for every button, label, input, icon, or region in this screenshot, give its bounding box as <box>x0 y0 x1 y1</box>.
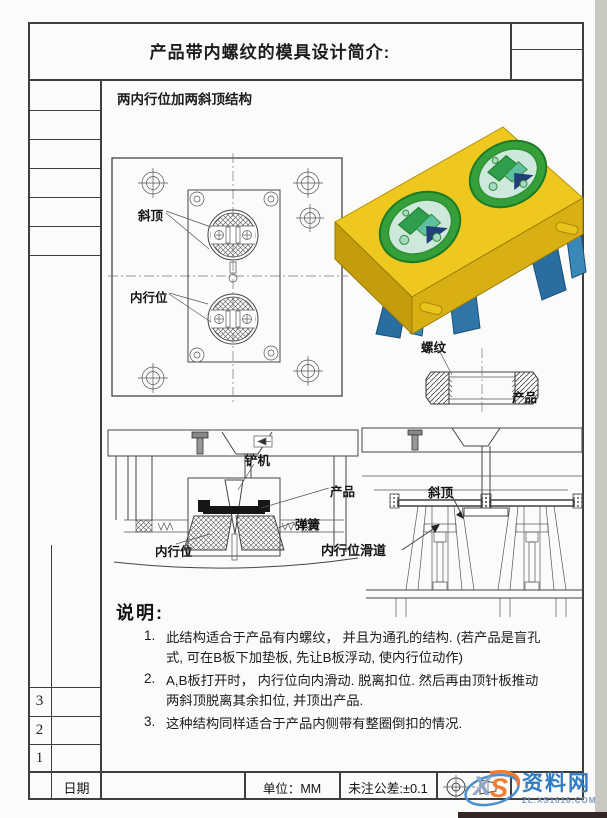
core-insert <box>378 190 462 264</box>
watermark-text: 资料网 ZL.XS1616.COM <box>522 773 596 805</box>
leader-lines <box>175 463 330 545</box>
page-title: 产品带内螺纹的模具设计简介: <box>149 43 391 62</box>
titleblock-divider <box>436 772 438 799</box>
watermark-site-name: 资料网 <box>522 772 591 795</box>
secR-lifter-label: 斜顶 <box>428 486 454 500</box>
topright-cell-divider <box>510 49 582 50</box>
secL-spring-label: 弹簧 <box>295 518 321 532</box>
titleblock-divider <box>510 772 512 799</box>
titleblock-divider <box>339 772 341 799</box>
frame-right <box>582 22 584 800</box>
revision-row-number: 3 <box>35 693 44 709</box>
product-name-label: 产品 <box>512 391 538 405</box>
note-item: 3. 这种结构同样适合于产品内侧带有整圈倒扣的情况. <box>144 714 544 734</box>
note-number: 1. <box>144 628 156 643</box>
watermark-logo: X S 资料网 ZL.XS1616.COM <box>462 762 607 816</box>
sidebar-row-line <box>29 255 101 256</box>
frame-left <box>28 22 30 800</box>
secL-wedge-label: 铲机 <box>245 454 271 468</box>
spring-icon <box>157 522 174 531</box>
plan-inner-slide-label: 内行位 <box>130 291 168 305</box>
cavity-assembly-lifter <box>207 209 259 261</box>
watermark-initial-x: X <box>473 771 492 801</box>
title-right-divider <box>510 22 512 80</box>
titleblock-divider <box>244 772 246 799</box>
plan-view-drawing <box>108 153 348 403</box>
guide-pin-icon <box>293 168 323 198</box>
guide-pin-icon <box>138 363 168 393</box>
projection-symbol-icon <box>443 775 497 799</box>
sidebar-divider <box>100 79 102 800</box>
screw-icon <box>189 191 205 207</box>
product-thread-label: 螺纹 <box>421 341 447 355</box>
revision-row-line <box>29 716 101 717</box>
plan-lifter-label: 斜顶 <box>138 209 164 223</box>
sidebar-row-line <box>29 110 101 111</box>
sidebar-row-line <box>29 197 101 198</box>
note-number: 2. <box>144 670 156 686</box>
note-text: 此结构适合于产品有内螺纹， 并且为通孔的结构. (若产品是盲孔式, 可在B板下加… <box>166 630 541 665</box>
ejector-lines <box>395 598 567 617</box>
thread-ticks <box>448 378 516 398</box>
guide-pin-icon <box>138 168 168 198</box>
lifter-group <box>389 493 491 591</box>
revision-row-number: 2 <box>35 722 44 738</box>
screw-icon <box>263 345 279 361</box>
scan-edge-right <box>595 0 607 818</box>
revision-col-divider <box>51 545 52 800</box>
scan-edge-bottom <box>458 812 607 818</box>
title-row-divider <box>28 79 584 81</box>
sidebar-row-line <box>29 168 101 169</box>
leader-lines <box>165 210 212 323</box>
section-right-drawing <box>361 427 583 617</box>
guide-pin-icon <box>296 204 324 232</box>
leader-arrows <box>401 495 464 551</box>
notes-heading: 说明: <box>116 603 164 623</box>
secR-slide-rail-label: 内行位滑道 <box>321 543 387 558</box>
spring-icon <box>281 522 298 531</box>
notes-section: 说明: 1. 此结构适合于产品有内螺纹， 并且为通孔的结构. (若产品是盲孔式,… <box>116 599 544 734</box>
revision-row-line <box>29 687 101 688</box>
frame-top <box>28 22 584 24</box>
note-text: A,B板打开时， 内行位向内滑动. 脱离扣位. 然后再由顶针板推动两斜顶脱离其余… <box>166 672 539 708</box>
support-columns <box>115 456 347 552</box>
titleblock-row-line <box>28 771 584 773</box>
revision-row-number: 1 <box>35 750 44 766</box>
side-pin <box>419 221 579 316</box>
date-label: 日期 <box>63 781 90 796</box>
guide-pin-icon <box>293 356 323 386</box>
section-left-drawing <box>107 429 359 569</box>
screw-icon <box>189 347 205 363</box>
frame-bottom <box>28 798 584 800</box>
tolerance-cell: 未注公差:±0.1 <box>348 781 428 796</box>
note-number: 3. <box>144 713 156 729</box>
revision-row-line <box>29 744 101 745</box>
slide-rails <box>124 519 344 533</box>
secL-inner-slide-label: 内行位 <box>155 545 193 559</box>
note-text: 这种结构同样适合于产品内侧带有整圈倒扣的情况. <box>166 715 463 731</box>
secL-product-label: 产品 <box>330 485 356 499</box>
drawing-subtitle: 两内行位加两斜顶结构 <box>117 92 252 107</box>
note-item: 2. A,B板打开时， 内行位向内滑动. 脱离扣位. 然后再由顶针板推动两斜顶脱… <box>144 671 544 711</box>
sidebar-row-line <box>29 226 101 227</box>
mold-3d-render <box>334 126 587 339</box>
watermark-swoosh: X S <box>462 765 520 813</box>
cavity-assembly-slide <box>207 293 259 345</box>
screw-icon <box>263 191 279 207</box>
sprue-funnel <box>451 427 501 447</box>
unit-cell: 单位：MM <box>262 782 322 796</box>
sidebar-row-line <box>29 139 101 140</box>
core-insert <box>468 139 548 209</box>
arrow-mark <box>253 435 273 448</box>
lifter-group <box>481 493 583 591</box>
product-section-drawing <box>425 348 539 414</box>
note-item: 1. 此结构适合于产品有内螺纹， 并且为通孔的结构. (若产品是盲孔式, 可在B… <box>144 628 544 668</box>
watermark-initial-s: S <box>490 773 509 803</box>
watermark-site-url: ZL.XS1616.COM <box>522 796 597 805</box>
